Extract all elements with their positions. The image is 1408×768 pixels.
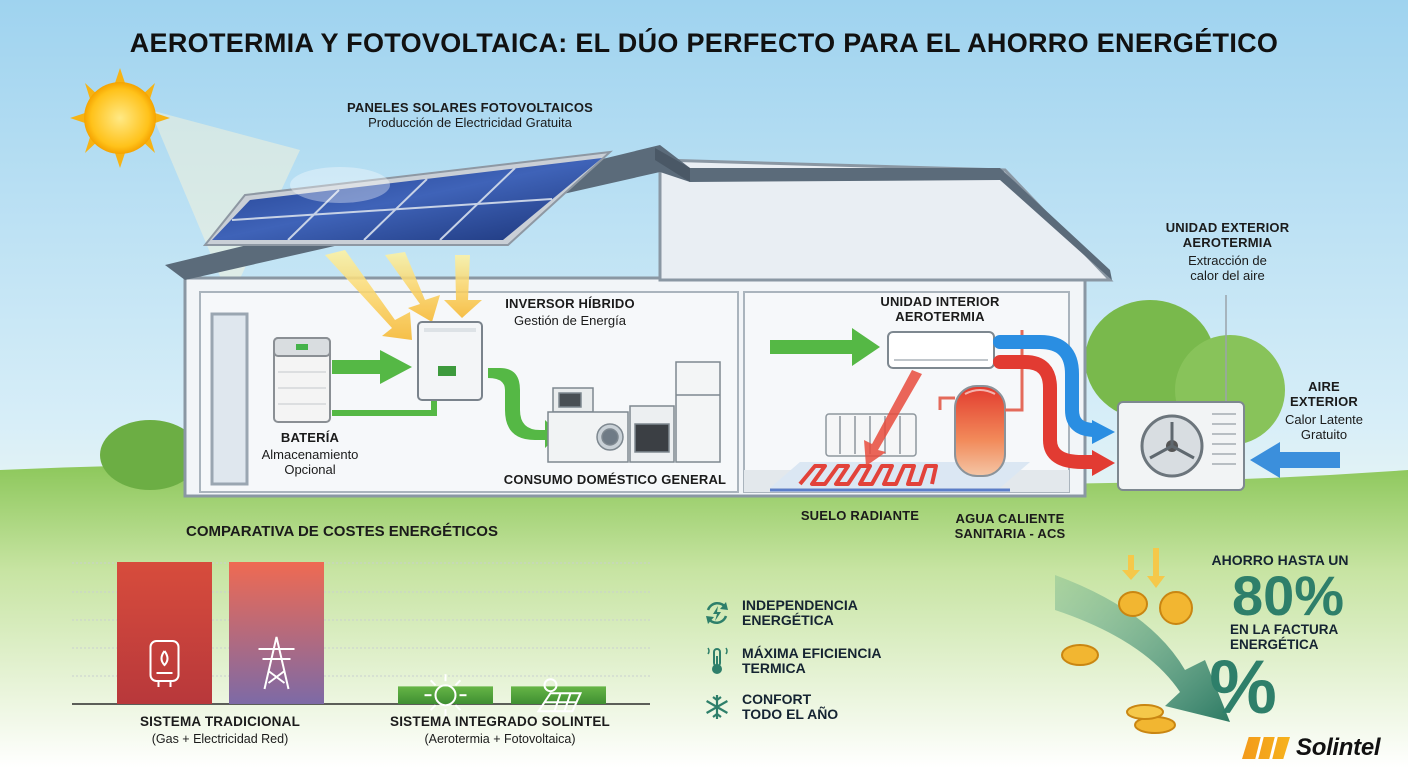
savings-graphic <box>1055 548 1230 734</box>
bar-solar-panel <box>511 686 606 704</box>
coin-icons <box>1061 591 1193 734</box>
hybrid-inverter <box>417 321 483 401</box>
underfloor-label: SUELO RADIANTE <box>800 508 920 523</box>
comparison-title: COMPARATIVA DE COSTES ENERGÉTICOS <box>186 523 498 540</box>
heating-flow-arrow <box>864 370 922 466</box>
bushes <box>100 300 1285 490</box>
indoor-heat-pump-unit <box>887 331 995 369</box>
solar-panel-icon <box>536 678 583 713</box>
indoor-unit-label: UNIDAD INTERIOR AEROTERMIA <box>880 294 1000 324</box>
outdoor-unit-label: UNIDAD EXTERIOR AEROTERMIA Extracción de… <box>1165 220 1290 283</box>
power-tower-icon <box>258 636 295 690</box>
bar-sun <box>398 686 493 704</box>
bar-power-tower <box>229 562 324 704</box>
solintel-logo: Solintel <box>1242 734 1381 762</box>
savings-value: 80% <box>1231 564 1345 627</box>
solar-energy-arrows <box>325 250 482 340</box>
outdoor-heat-pump-unit <box>1117 295 1245 491</box>
energy-cycle-icon <box>700 596 734 630</box>
consumption-label: CONSUMO DOMÉSTICO GENERAL <box>503 472 727 487</box>
radiator <box>825 413 917 457</box>
water-heater-icon <box>149 640 180 687</box>
energy-flow-arrows <box>332 328 880 448</box>
solar-panels-label: PANELES SOLARES FOTOVOLTAICOS Producción… <box>346 100 594 130</box>
chart-bars <box>117 562 606 717</box>
home-appliances <box>547 361 721 463</box>
hot-water-label: AGUA CALIENTE SANITARIA - ACS <box>954 511 1066 541</box>
solar-panel-array <box>202 150 613 246</box>
sun <box>70 68 300 300</box>
inverter-label: INVERSOR HÍBRIDO Gestión de Energía <box>505 296 635 328</box>
savings-suffix: EN LA FACTURA ENERGÉTICA <box>1230 622 1339 652</box>
logo-mark <box>1242 737 1290 759</box>
battery-label: BATERÍA Almacenamiento Opcional <box>261 430 359 477</box>
snowflake-icon <box>700 690 734 724</box>
hot-water-tank <box>938 330 1024 477</box>
bar-water-heater <box>117 562 212 704</box>
page-title: AEROTERMIA Y FOTOVOLTAICA: EL DÚO PERFEC… <box>129 28 1279 58</box>
traditional-system-label: SISTEMA TRADICIONAL (Gas + Electricidad … <box>139 714 301 746</box>
sun-icon <box>424 674 467 717</box>
integrated-system-label: SISTEMA INTEGRADO SOLINTEL (Aerotermia +… <box>390 714 610 746</box>
outside-air-label: AIRE EXTERIOR Calor Latente Gratuito <box>1284 379 1364 442</box>
battery-unit <box>273 337 331 423</box>
outside-air-arrow <box>1250 442 1340 478</box>
refrigerant-pipes <box>993 335 1115 476</box>
thermometer-icon <box>700 644 734 678</box>
savings-prefix: AHORRO HASTA UN <box>1211 552 1349 568</box>
percent-symbol: % <box>1209 645 1277 730</box>
